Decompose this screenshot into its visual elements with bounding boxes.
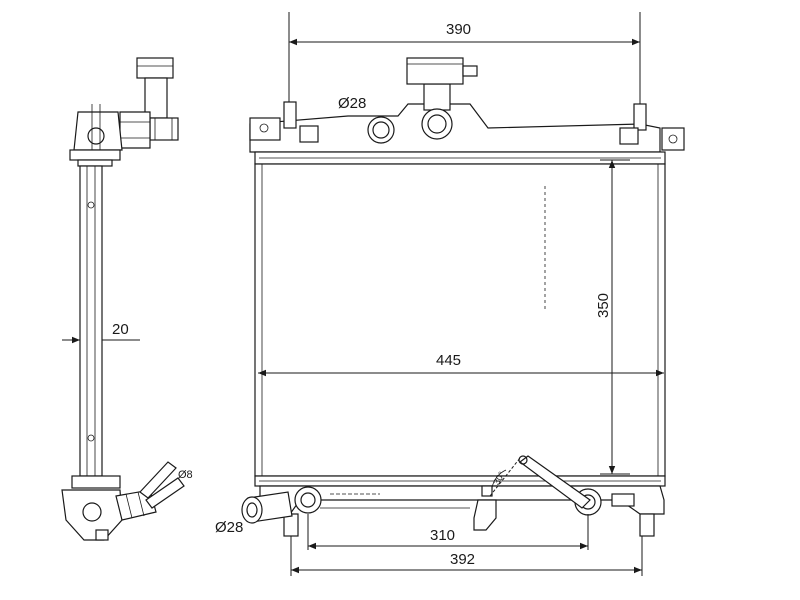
side-core (79, 165, 103, 477)
overall-width-dimension: 445 (258, 352, 664, 377)
front-top-tank: Ø28 (249, 57, 685, 153)
filler-cap (406, 57, 464, 85)
top-width-dimension: 390 (288, 12, 641, 110)
side-view: 20 Ø8 (61, 57, 193, 541)
side-filler-cap (119, 57, 179, 149)
bottom-span-inner-dimension: 310 (307, 514, 589, 550)
top-width-label: 390 (446, 21, 471, 38)
bottom-span-outer-label: 392 (450, 551, 475, 568)
side-depth-label: 20 (112, 321, 129, 338)
bottom-span-outer-dimension: 392 (290, 536, 643, 576)
side-depth-dimension: 20 (62, 321, 140, 346)
front-view: 390 Ø28 (215, 12, 685, 576)
bottom-outlet-label: Ø28 (215, 519, 243, 536)
top-inlet-label: Ø28 (338, 95, 366, 112)
side-top-tank (69, 104, 123, 167)
bottom-span-inner-label: 310 (430, 527, 455, 544)
overall-width-label: 445 (436, 352, 461, 369)
top-inlet-outer (367, 116, 395, 144)
bottom-outlet-pipe: Ø28 (215, 491, 293, 536)
core-height-label: 350 (595, 293, 612, 318)
radiator-core (254, 163, 666, 477)
side-small-pipe-label: Ø8 (178, 469, 193, 481)
core-height-dimension: 350 (595, 159, 630, 475)
front-bottom-tank (259, 485, 665, 537)
side-bottom-tank: Ø8 (61, 461, 193, 541)
